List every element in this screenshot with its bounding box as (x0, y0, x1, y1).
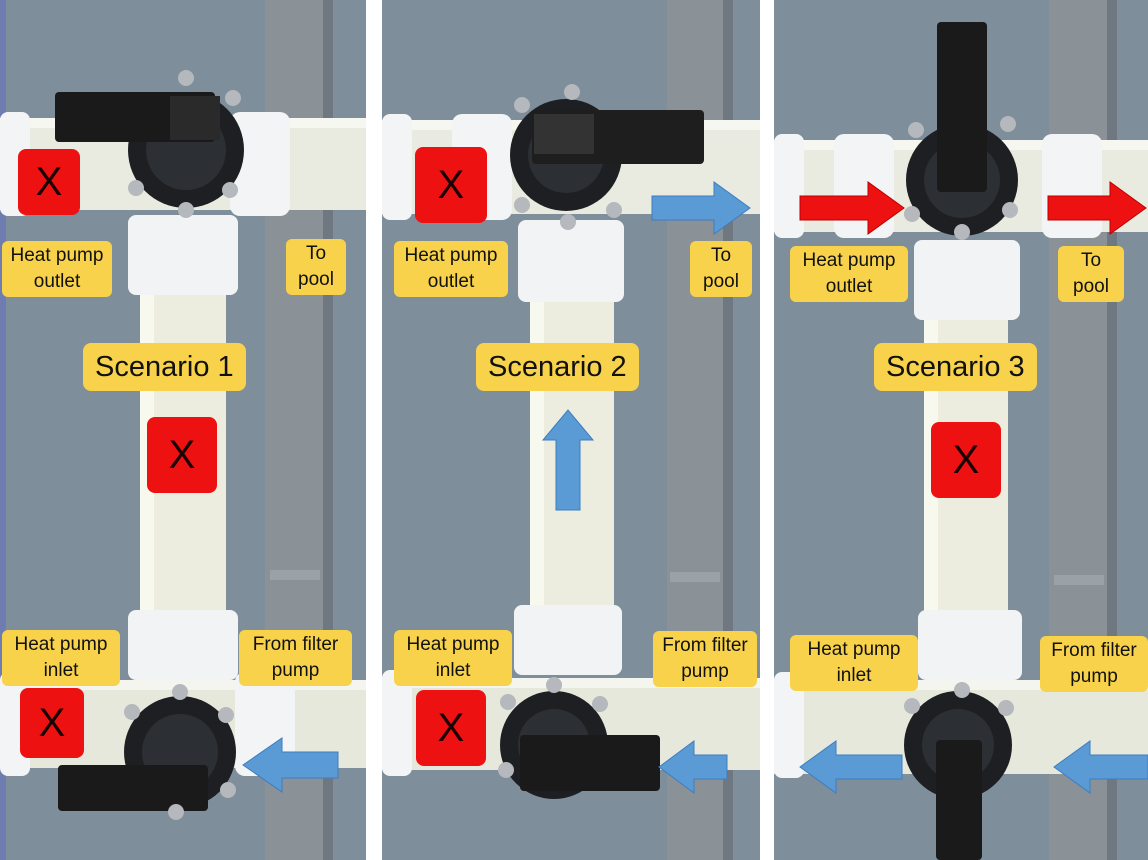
to-pool-label: To pool (1058, 246, 1124, 302)
blocked-x-icon: X (415, 147, 487, 223)
flow-arrow-left-icon (658, 740, 728, 794)
blocked-x-icon: X (416, 690, 486, 766)
to-pool-label: To pool (286, 239, 346, 295)
panel-divider (366, 0, 382, 860)
flow-arrow-right-icon (1047, 181, 1147, 235)
from-filter-pump-label: From filter pump (1040, 636, 1148, 692)
blocked-x-icon: X (931, 422, 1001, 498)
blocked-x-icon: X (18, 149, 80, 215)
heat-pump-outlet-label: Heat pump outlet (790, 246, 908, 302)
panel-divider (760, 0, 774, 860)
blocked-x-icon: X (147, 417, 217, 493)
heat-pump-inlet-label: Heat pump inlet (790, 635, 918, 691)
to-pool-label: To pool (690, 241, 752, 297)
scenario-title: Scenario 3 (874, 343, 1037, 391)
from-filter-pump-label: From filter pump (653, 631, 757, 687)
heat-pump-outlet-label: Heat pump outlet (2, 241, 112, 297)
flow-arrow-right-icon (651, 181, 751, 235)
heat-pump-outlet-label: Heat pump outlet (394, 241, 508, 297)
scenario-3-panel: Scenario 3 Heat pump outlet To pool Heat… (774, 0, 1148, 860)
blocked-x-icon: X (20, 688, 84, 758)
heat-pump-inlet-label: Heat pump inlet (394, 630, 512, 686)
flow-arrow-left-icon (1053, 740, 1148, 794)
scenario-title: Scenario 2 (476, 343, 639, 391)
from-filter-pump-label: From filter pump (239, 630, 352, 686)
scenario-title: Scenario 1 (83, 343, 246, 391)
scenario-1-panel: Scenario 1 Heat pump outlet To pool Heat… (0, 0, 366, 860)
heat-pump-inlet-label: Heat pump inlet (2, 630, 120, 686)
flow-arrow-left-icon (242, 737, 339, 793)
scenario-2-photo (382, 0, 760, 860)
flow-arrow-left-icon (799, 740, 903, 794)
scenario-1-photo (0, 0, 366, 860)
scenario-2-panel: Scenario 2 Heat pump outlet To pool Heat… (382, 0, 760, 860)
flow-arrow-right-icon (799, 181, 905, 235)
flow-arrow-up-icon (541, 409, 595, 511)
